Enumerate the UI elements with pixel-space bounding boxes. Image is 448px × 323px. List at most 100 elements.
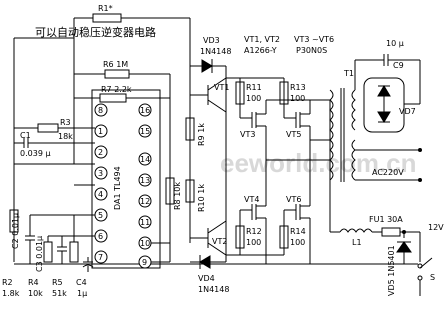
svg-text:4: 4 [98, 190, 103, 199]
resistor-r8: R8 10k [165, 170, 182, 210]
vt3-label: VT3 [240, 130, 255, 139]
vd7-label: VD7 [399, 107, 416, 116]
mosfet-vt6: VT6 [284, 195, 310, 220]
ic-pin-7: 7 [94, 250, 108, 264]
r12-label: R12 [246, 227, 262, 236]
diode-vd3: VD3 1N4148 [190, 36, 231, 73]
r4-value: 10k [28, 289, 43, 298]
mosfet-vt5: VT5 [284, 112, 310, 139]
ic-pin-14: 14 [138, 152, 152, 166]
c9-label: C9 [393, 61, 404, 70]
r14-value: 100 [290, 238, 305, 247]
resistor-r2: R2 1.8k [2, 196, 20, 298]
supply-12v-label: 12V [428, 223, 444, 232]
svg-text:11: 11 [140, 218, 150, 227]
r10-label: R10 1k [197, 184, 206, 212]
r14-label: R14 [290, 227, 306, 236]
svg-text:7: 7 [98, 253, 103, 262]
switch-label: S [430, 273, 435, 282]
r13-label: R13 [290, 83, 306, 92]
t1-label: T1 [343, 69, 354, 78]
c9-value: 10 μ [386, 39, 404, 48]
vt6-label: VT6 [286, 195, 301, 204]
output-ac220v: AC220V [355, 148, 422, 182]
c2-label: C2 0.01μ [11, 213, 20, 249]
ic-pin-9: 9 [138, 255, 152, 269]
resistor-r7: R7 2.2k [74, 85, 170, 103]
r13-value: 100 [290, 94, 305, 103]
svg-text:9: 9 [142, 258, 147, 267]
r5-value: 51k [52, 289, 67, 298]
vt2-label: VT2 [212, 237, 227, 246]
ic-label: DA1 TL494 [113, 166, 122, 210]
svg-text:12: 12 [140, 197, 150, 206]
r11-value: 100 [246, 94, 261, 103]
diode-vd5: VD5 1N5401 [387, 232, 412, 296]
resistor-r10: R10 1k [185, 179, 206, 212]
transistor-vt2: VT2 [190, 220, 227, 256]
resistor-r6: R6 1M [74, 60, 170, 79]
transistor-vt1: VT1 [190, 77, 229, 113]
svg-text:14: 14 [140, 155, 150, 164]
ic-pin-11: 11 [138, 215, 152, 229]
ic-pin-1: 1 [94, 124, 108, 138]
vt12-label: VT1, VT2 [244, 35, 280, 44]
vd3-value: 1N4148 [200, 47, 231, 56]
l1-label: L1 [352, 238, 362, 247]
c4-value: 1μ [77, 289, 87, 298]
ic-pin-6: 6 [94, 229, 108, 243]
capacitor-c1: C1 0.039 μ [14, 131, 95, 158]
ic-pin-3: 3 [94, 166, 108, 180]
vd4-value: 1N4148 [198, 285, 229, 294]
svg-text:10: 10 [140, 239, 150, 248]
r9-label: R9 1k [197, 123, 206, 146]
svg-text:15: 15 [140, 127, 150, 136]
diode-vd4: VD4 1N4148 [190, 255, 229, 294]
inductor-l1: L1 [330, 228, 382, 247]
vt4-label: VT4 [244, 195, 259, 204]
capacitor-c3: C3 0.01μ [35, 236, 67, 272]
ic-pin-5: 5 [94, 208, 108, 222]
resistor-r4: R4 10k [28, 235, 95, 298]
svg-text:13: 13 [140, 176, 150, 185]
resistor-r5: R5 51k [52, 215, 79, 298]
c1-label: C1 [20, 131, 31, 140]
switch-s: S [417, 257, 435, 296]
ic-pin-12: 12 [138, 194, 152, 208]
ic-tl494: DA1 TL494 [91, 89, 161, 269]
svg-text:1: 1 [98, 127, 103, 136]
mosfet-vt4: VT4 [240, 195, 266, 220]
ic-pin-8: 8 [94, 103, 108, 117]
vt5-label: VT5 [286, 130, 301, 139]
ic-pin-2: 2 [94, 145, 108, 159]
capacitor-c2: C2 0.01μ [11, 213, 95, 264]
capacitor-c9: 10 μ C9 [355, 39, 420, 70]
r3-label: R3 [60, 118, 71, 127]
r1-label: R1* [98, 4, 113, 13]
r11-label: R11 [246, 83, 262, 92]
watermark: eeworld.com.cn [220, 148, 417, 178]
svg-text:16: 16 [140, 106, 150, 115]
r6-label: R6 1M [103, 60, 128, 69]
fu1-label: FU1 30A [369, 215, 403, 224]
ic-pin-16: 16 [138, 103, 152, 117]
vd5-label: VD5 1N5401 [387, 245, 396, 296]
svg-text:8: 8 [98, 106, 103, 115]
transformer-t1: T1 [329, 69, 356, 182]
ic-pin-4: 4 [94, 187, 108, 201]
r12-value: 100 [246, 238, 261, 247]
vd4-label: VD4 [198, 274, 215, 283]
resistor-r1: R1* [73, 4, 191, 72]
svg-text:6: 6 [98, 232, 103, 241]
vt12-type: A1266-Y [244, 46, 277, 55]
ic-pin-15: 15 [138, 124, 152, 138]
r7-label: R7 2.2k [101, 85, 132, 94]
mosfet-vt3: VT3 [240, 112, 266, 139]
r4-label: R4 [28, 278, 39, 287]
resistor-r3: R3 18k [14, 118, 95, 141]
svg-text:5: 5 [98, 211, 103, 220]
c1-value: 0.039 μ [20, 149, 51, 158]
resistor-r9: R9 1k [185, 117, 206, 146]
vd3-label: VD3 [203, 36, 220, 45]
